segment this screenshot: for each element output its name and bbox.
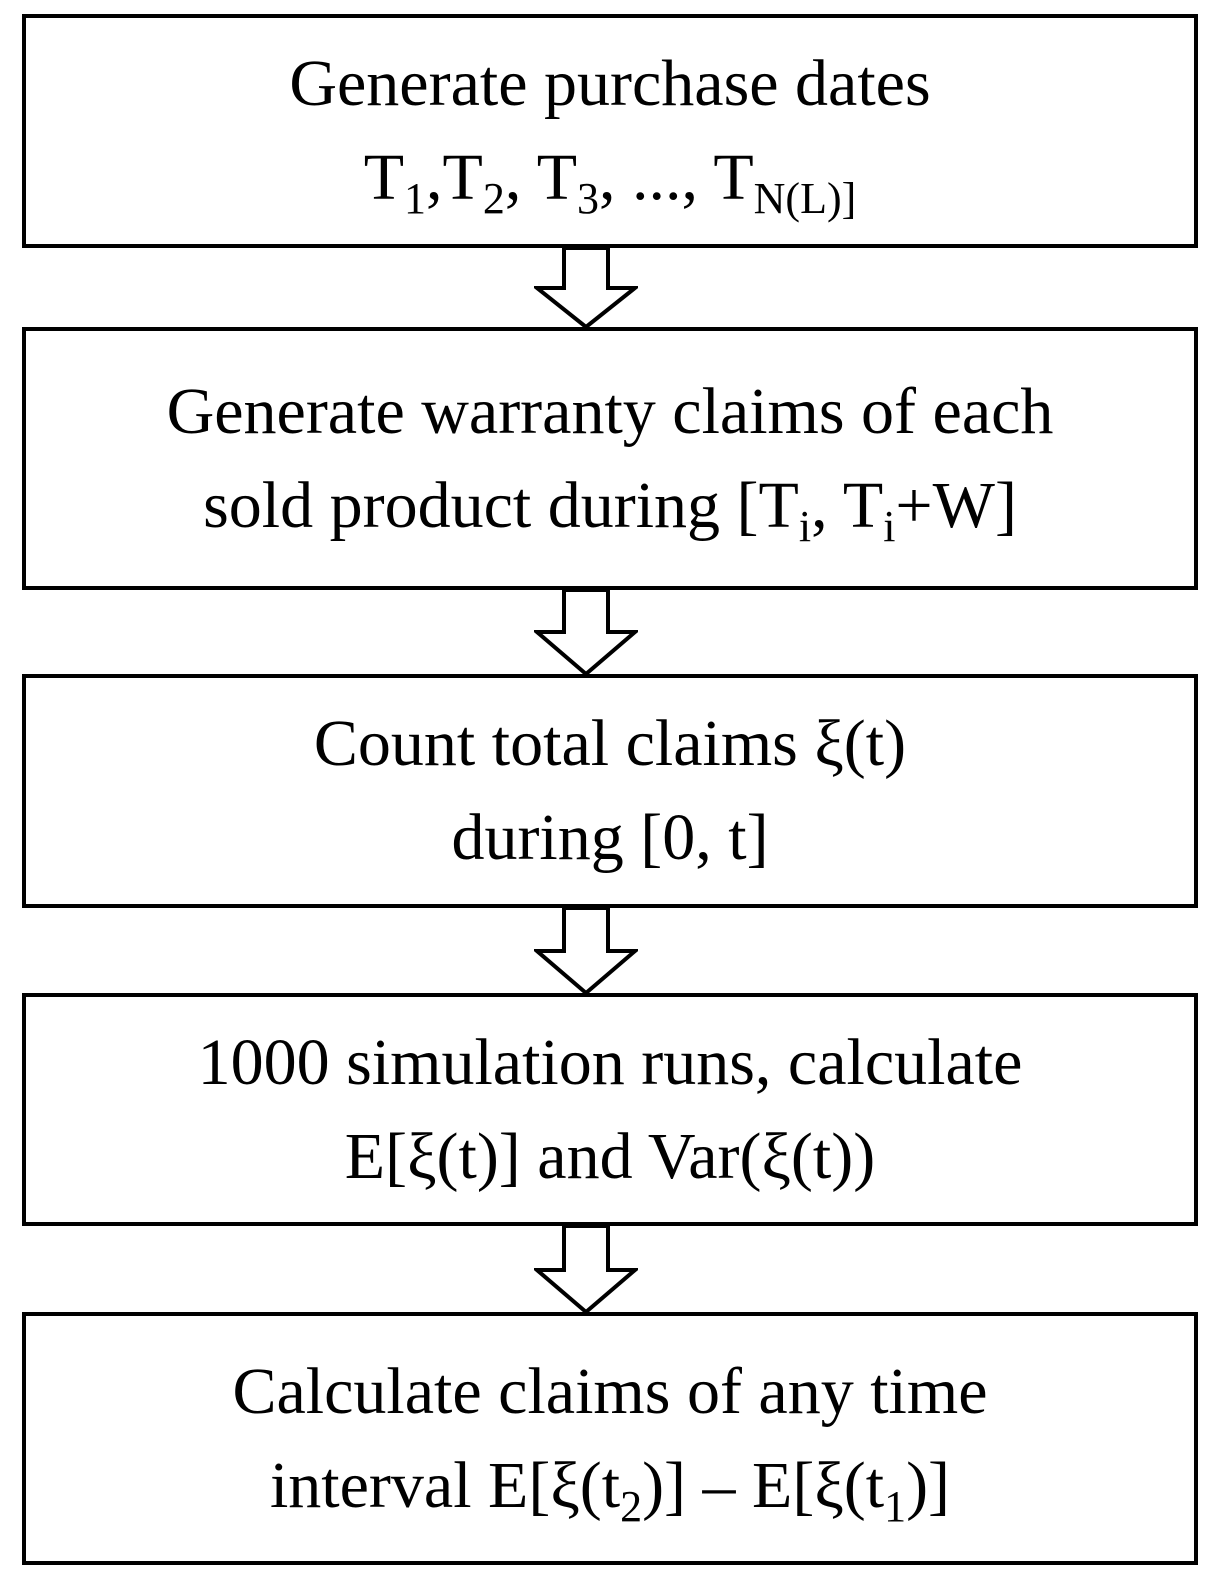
step3-line2: during [0, t]: [451, 801, 769, 874]
step-calculate-interval-claims: Calculate claims of any time interval E[…: [22, 1312, 1198, 1565]
step4-line2: E[ξ(t)] and Var(ξ(t)): [344, 1119, 876, 1193]
step2-line2: sold product during [Ti, Ti+W]: [203, 468, 1017, 551]
step-generate-warranty-claims: Generate warranty claims of each sold pr…: [22, 327, 1198, 590]
step5-line2: interval E[ξ(t2)] – E[ξ(t1)]: [269, 1448, 951, 1531]
step4-line1: 1000 simulation runs, calculate: [197, 1025, 1023, 1099]
down-arrow-icon: [534, 1224, 638, 1314]
step-count-total-claims: Count total claims ξ(t) during [0, t]: [22, 674, 1198, 908]
step-generate-purchase-dates: Generate purchase dates T1,T2, T3, ..., …: [22, 14, 1198, 248]
step-simulation-runs: 1000 simulation runs, calculate E[ξ(t)] …: [22, 993, 1198, 1226]
step5-line1: Calculate claims of any time: [232, 1354, 988, 1428]
down-arrow-icon: [534, 588, 638, 676]
step1-line1: Generate purchase dates: [289, 47, 931, 120]
down-arrow-icon: [534, 906, 638, 995]
step2-line1: Generate warranty claims of each: [166, 374, 1054, 448]
step1-line2: T1,T2, T3, ..., TN(L)]: [363, 141, 857, 223]
down-arrow-icon: [534, 246, 638, 329]
step3-line1: Count total claims ξ(t): [313, 707, 907, 780]
